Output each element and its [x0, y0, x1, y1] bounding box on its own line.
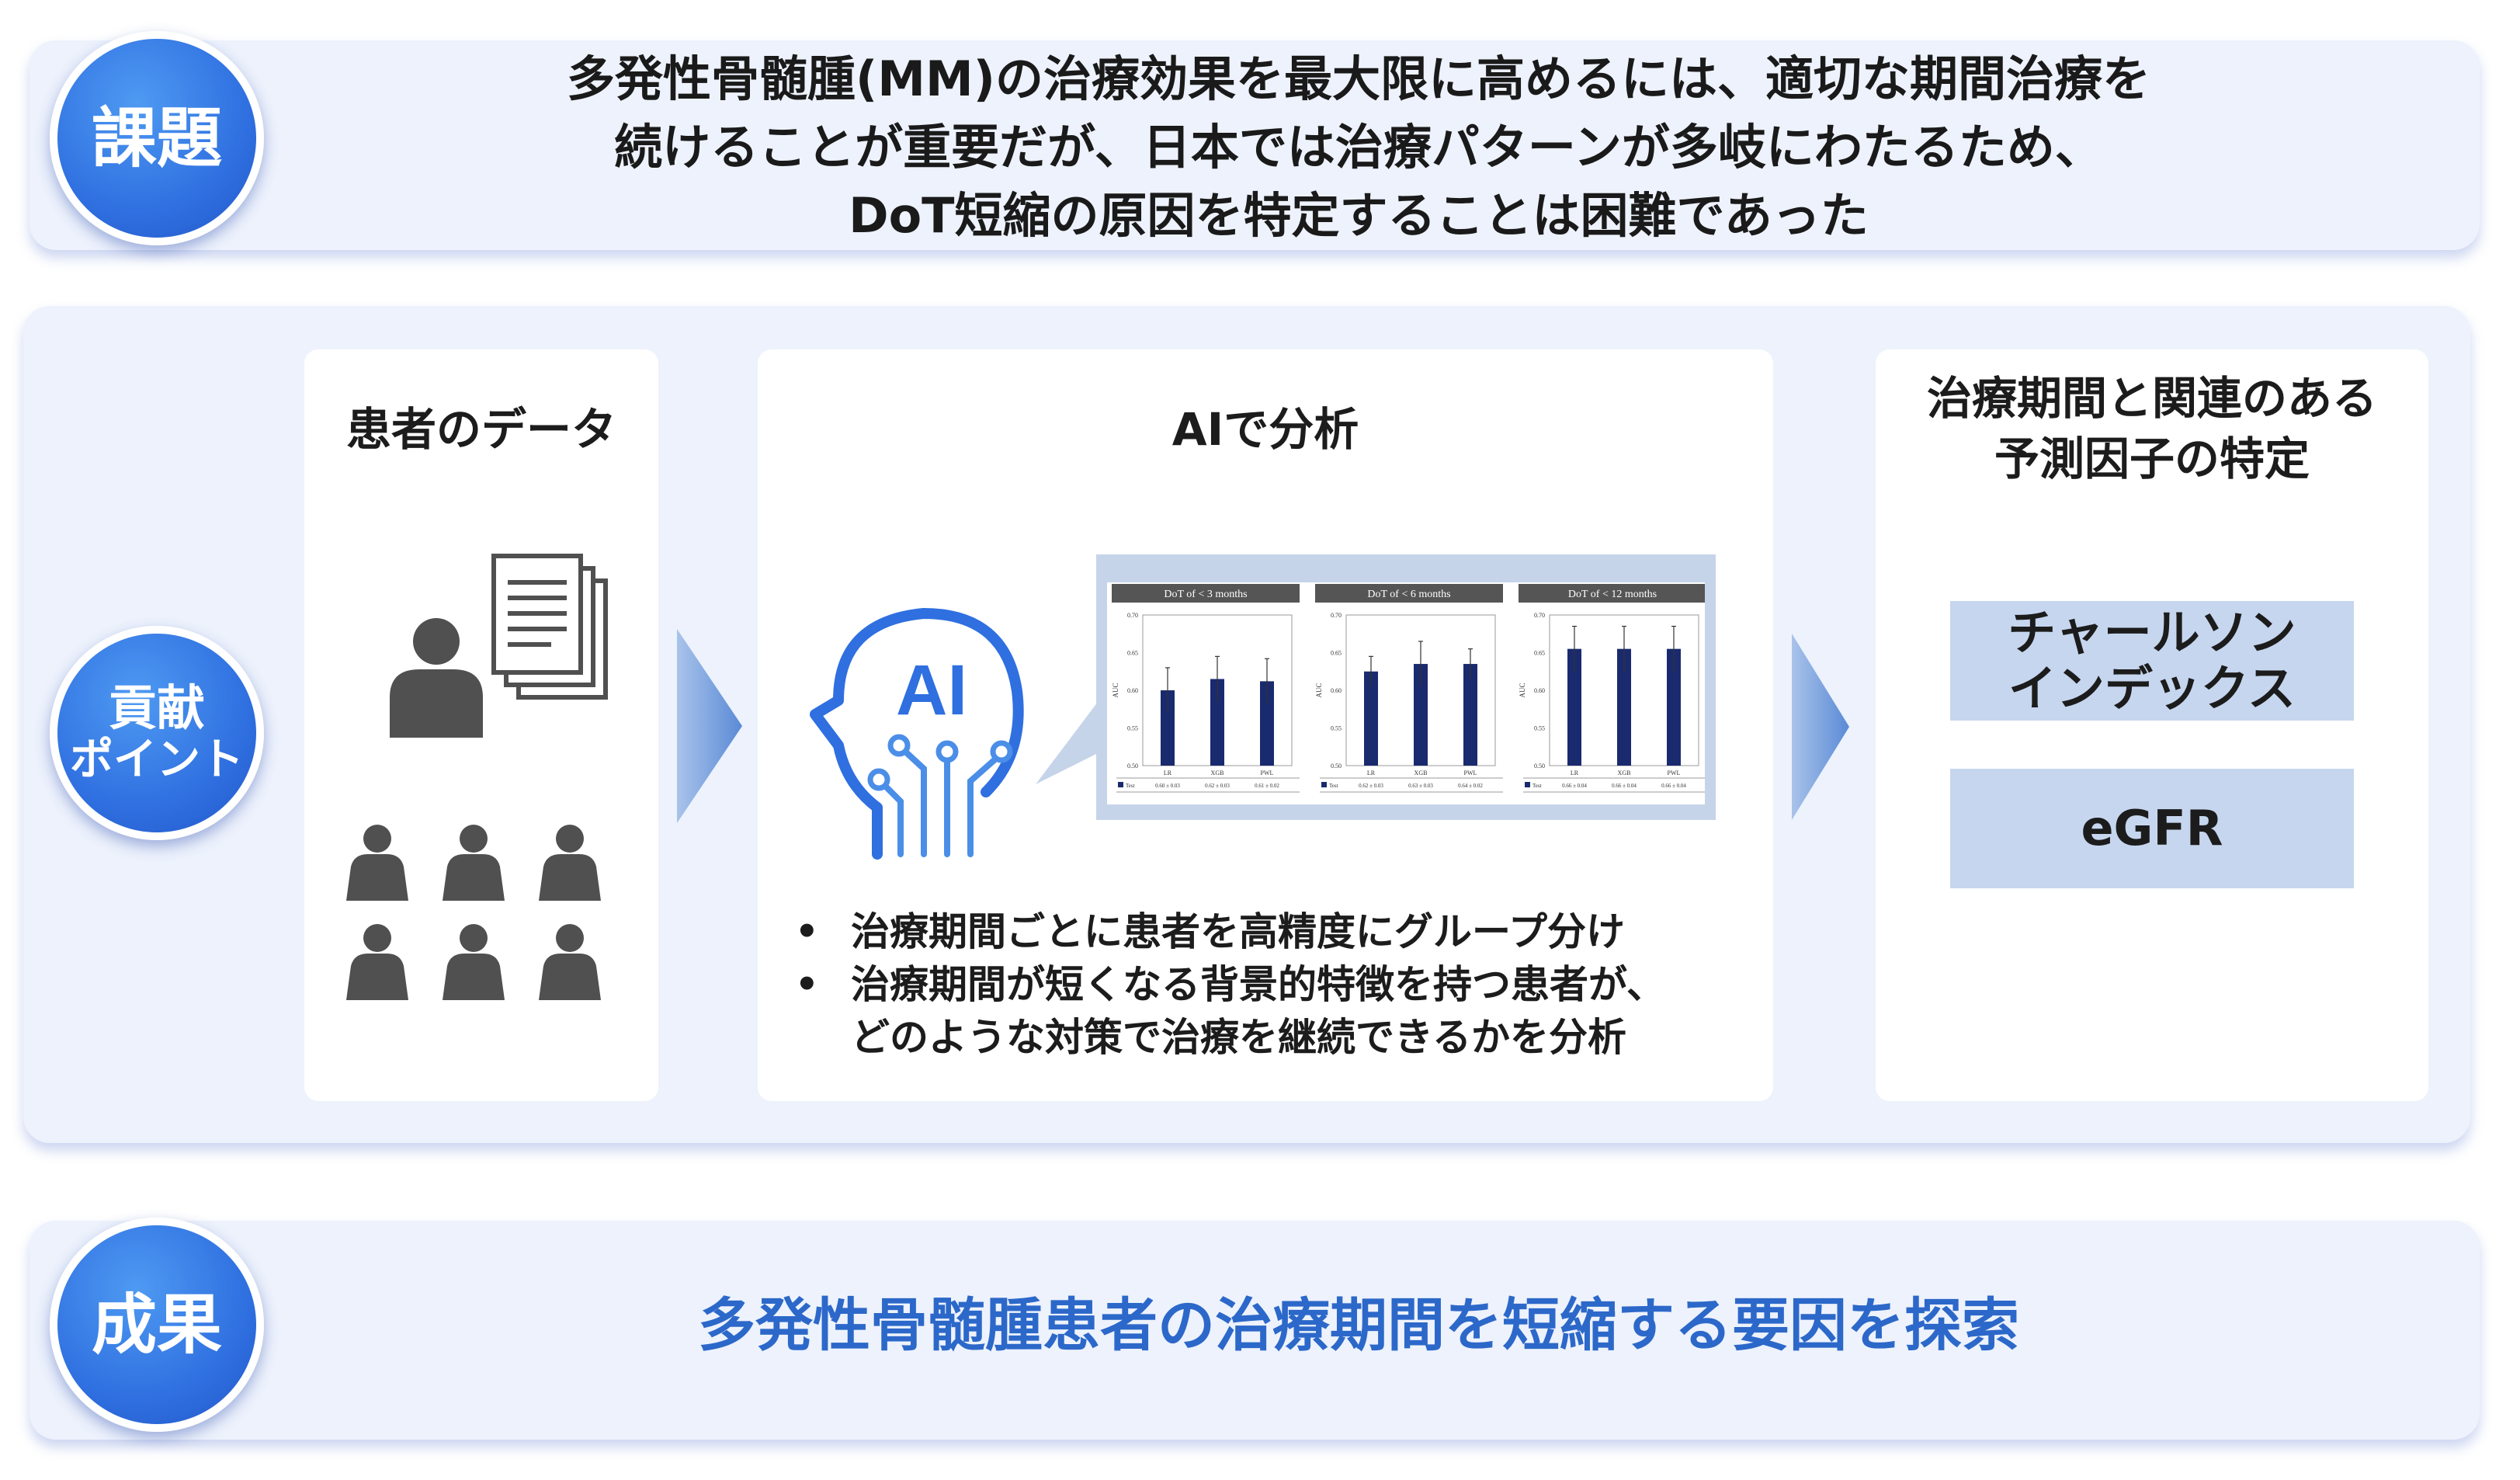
chart-category-label: PWL: [1668, 770, 1681, 776]
chart-ylabel: AUC: [1112, 683, 1119, 697]
chart-legend-label: Test: [1126, 783, 1135, 789]
chart-legend-label: Test: [1532, 783, 1542, 789]
ai-icon-text: AI: [896, 651, 967, 730]
chart-bar: [1364, 671, 1378, 766]
chart-ytick-label: 0.50: [1127, 763, 1138, 770]
chart-category-label: XGB: [1211, 770, 1224, 776]
contribution-badge-line1: 貢献: [108, 679, 205, 737]
chart-ytick-label: 0.70: [1534, 612, 1545, 619]
chart-category-label: XGB: [1414, 770, 1428, 776]
chart-bar: [1667, 648, 1681, 766]
chevron-right-icon: [677, 629, 742, 823]
chart-data-label: 0.62 ± 0.03: [1359, 783, 1383, 789]
analysis-bullet-2-text: 治療期間が短くなる背景的特徴を持つ患者が、 どのような対策で治療を継続できるかを…: [851, 962, 1665, 1060]
issue-band: [30, 40, 2480, 250]
result-badge: 成果: [50, 1218, 264, 1432]
ai-analysis-title: AIで分析: [1171, 403, 1359, 456]
chart-ytick-label: 0.65: [1331, 650, 1342, 657]
chart-ytick-label: 0.55: [1127, 725, 1138, 732]
chart-ytick-label: 0.60: [1534, 687, 1545, 694]
result-band: [30, 1221, 2480, 1440]
chart-ylabel: AUC: [1315, 683, 1323, 697]
chart-data-label: 0.62 ± 0.03: [1205, 783, 1230, 789]
chart-title: DoT of < 3 months: [1164, 589, 1247, 600]
chart-category-label: PWL: [1261, 770, 1274, 776]
speech-tail: [1036, 702, 1098, 784]
chart-ytick-label: 0.65: [1534, 650, 1545, 657]
chart-title-bar: [1519, 584, 1706, 603]
chart-ytick-label: 0.70: [1331, 612, 1342, 619]
ai-head-icon: AI: [810, 608, 1024, 860]
chart-bar: [1210, 679, 1224, 766]
chart-ylabel: AUC: [1519, 683, 1526, 697]
chart-bar: [1567, 648, 1581, 766]
chart-title: DoT of < 12 months: [1568, 589, 1657, 600]
contribution-badge-line2: ポイント: [70, 735, 244, 786]
chart-legend-swatch: [1118, 782, 1123, 787]
presenter-icon: [390, 618, 483, 738]
chart-data-label: 0.61 ± 0.02: [1255, 783, 1279, 789]
chart-ytick-label: 0.65: [1127, 650, 1138, 657]
issue-text: 多発性骨髄腫(MM)の治療効果を最大限に高めるには、適切な期間治療を 続けること…: [566, 50, 2151, 244]
chart-bar: [1617, 648, 1631, 766]
contribution-badge: 貢献 ポイント: [50, 626, 264, 840]
chart-bar: [1260, 681, 1274, 766]
chart-data-label: 0.64 ± 0.02: [1458, 783, 1483, 789]
chart-legend-swatch: [1525, 782, 1530, 787]
analysis-bullet-1: 治療期間ごとに患者を高精度にグループ分け: [792, 905, 1762, 958]
chart-category-label: LR: [1571, 770, 1579, 776]
chart-data-label: 0.66 ± 0.04: [1661, 783, 1686, 789]
chart-ytick-label: 0.70: [1127, 612, 1138, 619]
chart-ytick-label: 0.60: [1127, 687, 1138, 694]
chart-ytick-label: 0.50: [1331, 763, 1342, 770]
chart-data-label: 0.60 ± 0.03: [1155, 783, 1180, 789]
chart-ytick-label: 0.60: [1331, 687, 1342, 694]
chart-category-label: LR: [1367, 770, 1376, 776]
chart-ytick-label: 0.50: [1534, 763, 1545, 770]
people-group-icon: [346, 825, 601, 1000]
chart-category-label: PWL: [1464, 770, 1477, 776]
issue-badge: 課題: [50, 31, 264, 245]
factor-egfr: eGFR: [1950, 769, 2354, 888]
analysis-bullet-2: 治療期間が短くなる背景的特徴を持つ患者が、 どのような対策で治療を継続できるかを…: [792, 958, 1762, 1064]
chart-category-label: XGB: [1618, 770, 1631, 776]
chart-ytick-label: 0.55: [1331, 725, 1342, 732]
chart-legend-label: Test: [1329, 783, 1338, 789]
chart-title: DoT of < 6 months: [1367, 589, 1450, 600]
patient-data-card: 患者のデータ: [304, 349, 658, 1101]
predictor-card: 治療期間と関連のある 予測因子の特定: [1876, 349, 2428, 1101]
result-text: 多発性骨髄腫患者の治療期間を短縮する要因を探索: [698, 1292, 2019, 1359]
chart-bar: [1161, 690, 1175, 766]
chart-title-bar: [1112, 584, 1300, 603]
chart-ytick-label: 0.55: [1534, 725, 1545, 732]
result-badge-label: 成果: [91, 1286, 222, 1363]
chart-bar: [1463, 664, 1477, 766]
issue-badge-label: 課題: [91, 99, 222, 176]
chevron-right-icon: [1792, 634, 1849, 820]
document-stack-icon: [491, 554, 608, 700]
chart-bar: [1414, 664, 1428, 766]
chart-legend-swatch: [1321, 782, 1327, 787]
factor-charlson-index: チャールソン インデックス: [1950, 601, 2354, 721]
analysis-bullet-1-text: 治療期間ごとに患者を高精度にグループ分け: [851, 909, 1625, 954]
chart-category-label: LR: [1164, 770, 1172, 776]
chart-data-label: 0.66 ± 0.04: [1562, 783, 1587, 789]
chart-data-label: 0.66 ± 0.04: [1612, 783, 1637, 789]
predictor-title: 治療期間と関連のある 予測因子の特定: [1926, 372, 2377, 485]
patient-data-title: 患者のデータ: [345, 403, 616, 456]
chart-data-label: 0.63 ± 0.03: [1408, 783, 1433, 789]
analysis-bullet-list: 治療期間ごとに患者を高精度にグループ分け 治療期間が短くなる背景的特徴を持つ患者…: [792, 905, 1762, 1064]
chart-title-bar: [1315, 584, 1503, 603]
